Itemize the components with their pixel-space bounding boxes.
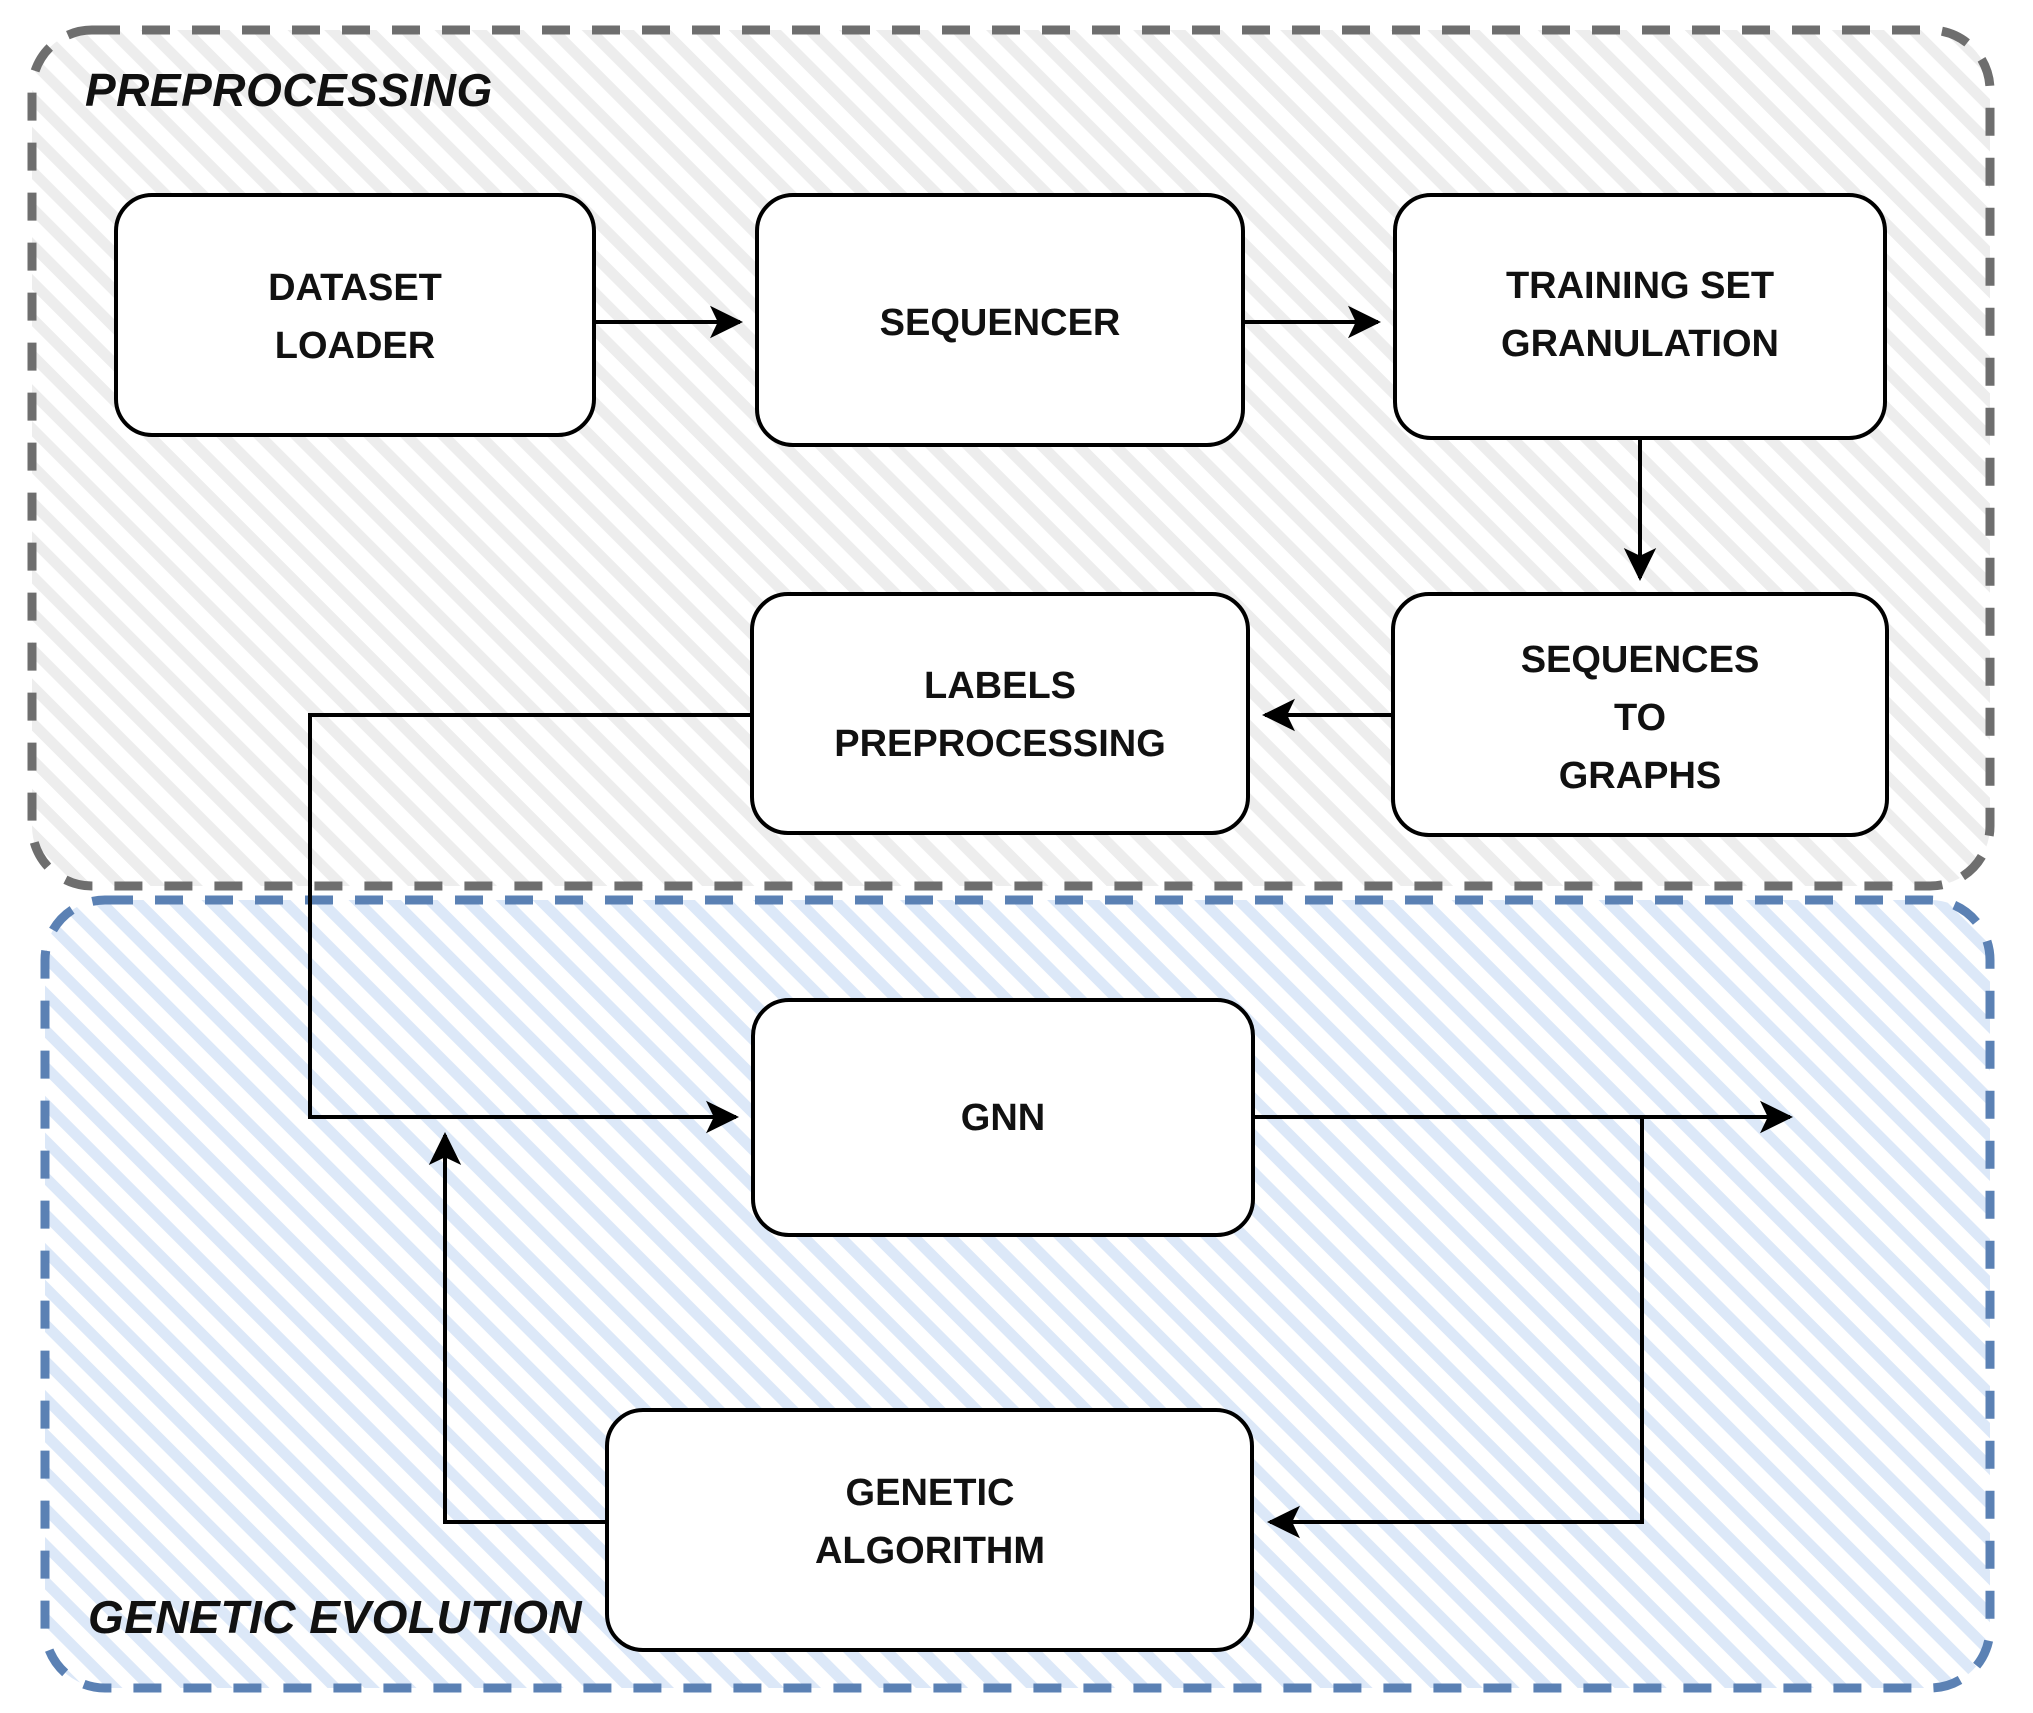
gnn-label: GNN [961, 1097, 1045, 1139]
panel-genetic-evolution [40, 895, 1995, 1693]
node-labels-preprocessing[interactable]: LABELS PREPROCESSING [750, 592, 1250, 835]
training-set-granulation-label-line-2: GRANULATION [1501, 323, 1779, 365]
labels-preprocessing-label-line-1: LABELS [924, 665, 1076, 707]
genetic-algorithm-label-line-1: GENETIC [846, 1472, 1015, 1514]
genetic-algorithm-label-line-2: ALGORITHM [815, 1530, 1045, 1572]
genetic-evolution-panel-border [40, 895, 1995, 1693]
genetic-evolution-panel-label: GENETIC EVOLUTION [88, 1591, 582, 1643]
genetic-algorithm-box[interactable] [605, 1408, 1254, 1652]
dataset-loader-box[interactable] [114, 193, 596, 437]
edge-gnn-to-genetic-algorithm [1267, 1117, 1644, 1539]
training-set-granulation-label-line-1: TRAINING SET [1506, 265, 1774, 307]
node-sequencer[interactable]: SEQUENCER [755, 193, 1245, 447]
dataset-loader-label-line-2: LOADER [275, 325, 435, 367]
sequences-to-graphs-label-line-1: SEQUENCES [1521, 639, 1760, 681]
edge-genetic-algorithm-to-gnn [428, 1132, 607, 1524]
node-dataset-loader[interactable]: DATASET LOADER [114, 193, 596, 437]
labels-preprocessing-label-line-2: PREPROCESSING [834, 723, 1166, 765]
dataset-loader-label-line-1: DATASET [268, 267, 442, 309]
sequences-to-graphs-label-line-3: GRAPHS [1559, 755, 1722, 797]
sequences-to-graphs-label-line-2: TO [1614, 697, 1666, 739]
node-training-set-granulation[interactable]: TRAINING SET GRANULATION [1393, 193, 1887, 440]
node-gnn[interactable]: GNN [751, 998, 1255, 1237]
training-set-granulation-box[interactable] [1393, 193, 1887, 440]
gnn-box[interactable] [751, 998, 1255, 1237]
sequences-to-graphs-box[interactable] [1391, 592, 1889, 837]
sequencer-label: SEQUENCER [880, 302, 1121, 344]
preprocessing-panel-label: PREPROCESSING [85, 64, 493, 116]
node-sequences-to-graphs[interactable]: SEQUENCES TO GRAPHS [1391, 592, 1889, 837]
labels-preprocessing-box[interactable] [750, 592, 1250, 835]
edge-labels-preprocessing-to-gnn [308, 713, 752, 1134]
node-genetic-algorithm[interactable]: GENETIC ALGORITHM [605, 1408, 1254, 1652]
sequencer-box[interactable] [755, 193, 1245, 447]
